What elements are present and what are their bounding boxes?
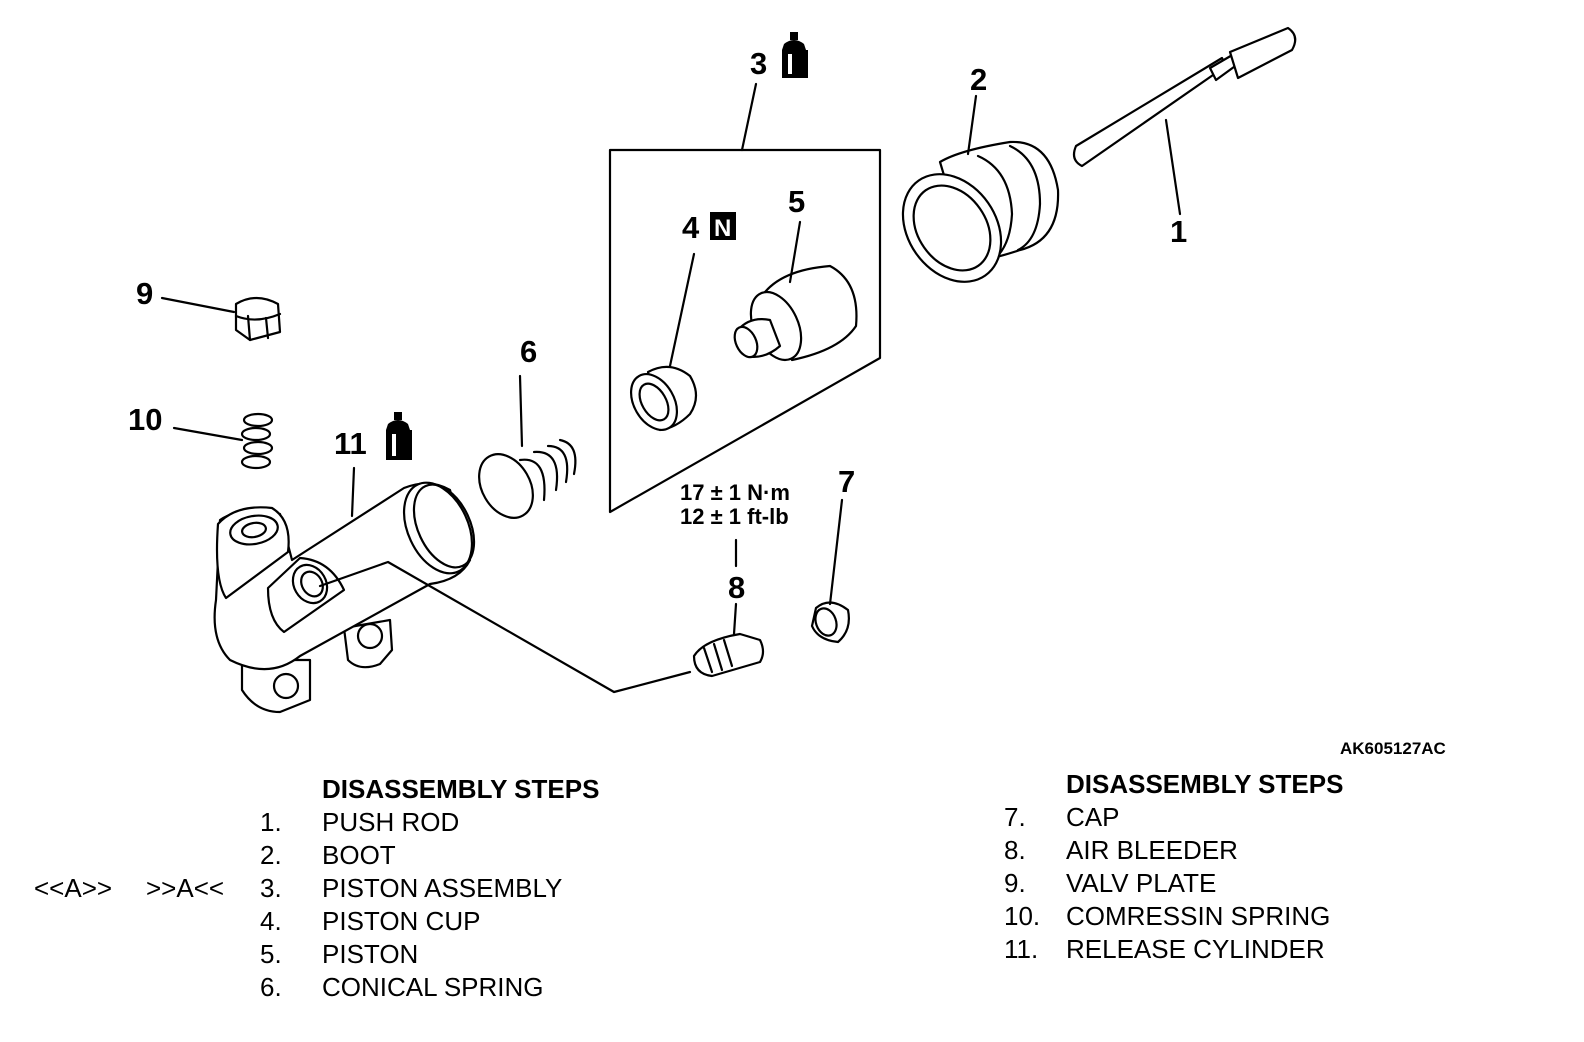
new-part-symbol-label: N (714, 215, 731, 242)
callout-10: 10 (128, 402, 162, 437)
steps-heading-right: DISASSEMBLY STEPS (1066, 769, 1344, 799)
callout-2: 2 (970, 62, 987, 97)
boot (901, 94, 1060, 283)
piston-cup (629, 212, 736, 432)
callout-11: 11 (334, 426, 367, 461)
disassembly-steps-left: DISASSEMBLY STEPS 1. PUSH ROD 2. BOOT <<… (0, 773, 599, 1004)
piston (733, 220, 858, 362)
installation-service-point-mark: >>A<< (146, 873, 225, 903)
fluid-bottle-icon (782, 32, 808, 78)
torque-imperial: 12 ± 1 ft-lb (680, 504, 789, 529)
exploded-parts-diagram: 1 2 3 4 N 5 6 7 8 9 10 11 17 ± 1 N·m 12 … (128, 26, 1446, 758)
torque-metric: 17 ± 1 N·m (680, 480, 790, 505)
list-item: 8. AIR BLEEDER (1004, 835, 1238, 865)
callout-5: 5 (788, 184, 805, 219)
list-item: 10. COMRESSIN SPRING (1004, 901, 1331, 931)
list-item: 1. PUSH ROD (260, 807, 460, 837)
list-item: 2. BOOT (260, 840, 396, 870)
callout-4: 4 (682, 210, 700, 245)
callout-9: 9 (136, 276, 153, 311)
list-item: 5. PISTON (260, 939, 419, 969)
air-bleeder (692, 538, 765, 678)
push-rod (1072, 26, 1297, 216)
list-item: <<A>> >>A<< 3. PISTON ASSEMBLY (34, 873, 563, 903)
callout-1: 1 (1170, 214, 1187, 249)
list-item: 4. PISTON CUP (260, 906, 481, 936)
callout-7: 7 (838, 464, 855, 499)
new-part-symbol-icon (710, 212, 736, 240)
figure-id: AK605127AC (1340, 739, 1446, 758)
valve-plate (160, 296, 282, 342)
disassembly-steps-right: DISASSEMBLY STEPS 7. CAP 8. AIR BLEEDER … (1004, 768, 1343, 966)
fluid-bottle-icon (386, 412, 412, 460)
cap (810, 498, 850, 644)
list-item: 9. VALV PLATE (1004, 868, 1217, 898)
list-item: 11. RELEASE CYLINDER (1004, 934, 1325, 964)
steps-heading-left: DISASSEMBLY STEPS (322, 774, 600, 804)
compression-spring (172, 412, 274, 470)
list-item: 7. CAP (1004, 802, 1120, 832)
list-item: 6. CONICAL SPRING (260, 972, 544, 1002)
conical-spring (478, 374, 577, 519)
callout-6: 6 (520, 334, 537, 369)
callout-3: 3 (750, 46, 767, 81)
callout-8: 8 (728, 570, 745, 605)
removal-service-point-mark: <<A>> (34, 873, 113, 903)
piston-assembly-box (608, 32, 882, 514)
release-cylinder (213, 412, 692, 714)
